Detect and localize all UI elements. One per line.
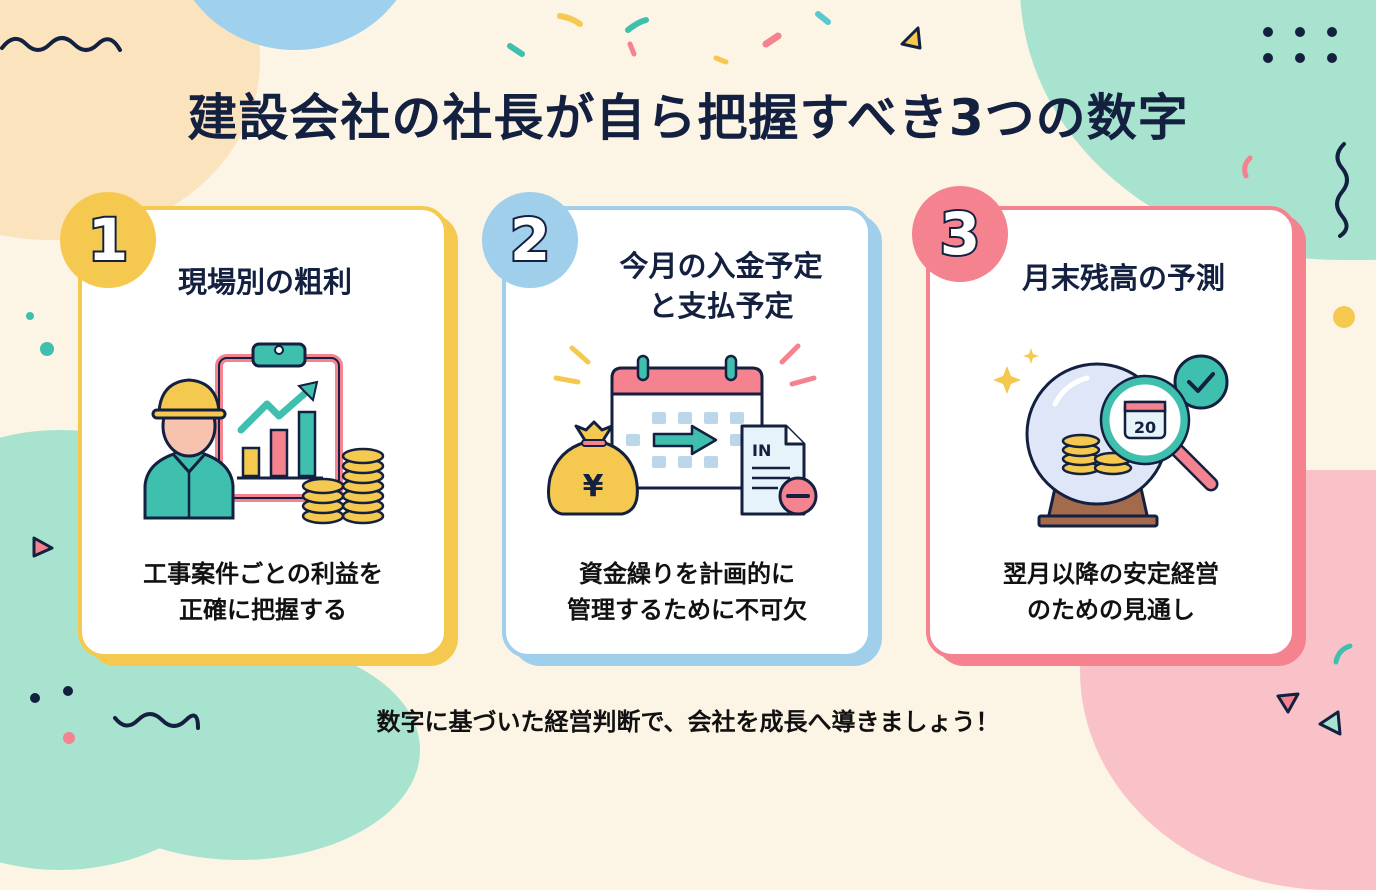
wave-decoration-top-left [0, 36, 122, 52]
svg-text:20: 20 [1134, 418, 1156, 437]
triangle-decoration-bottom-right-1 [1276, 692, 1300, 714]
calendar-moneybag-invoice-icon: ¥ IN [547, 343, 818, 516]
wave-decoration-right [1335, 142, 1349, 238]
background-blob-mint-bottom2 [60, 640, 420, 860]
wave-decoration-bottom-left [113, 712, 200, 730]
card-2-title: 今月の入金予定 と支払予定 [619, 249, 823, 323]
dot-decoration [30, 693, 40, 703]
page-title: 建設会社の社長が自ら把握すべき3つの数字 [187, 89, 1189, 147]
confetti-decoration [1242, 155, 1253, 179]
card-1-description: 工事案件ごとの利益を 正確に把握する [143, 560, 383, 624]
card-2-description: 資金繰りを計画的に 管理するために不可欠 [567, 560, 807, 624]
footer-message: 数字に基づいた経営判断で、会社を成長へ導きましょう！ [376, 708, 1000, 736]
svg-text:¥: ¥ [583, 469, 604, 504]
card-3-number-badge: 3 [912, 186, 1008, 282]
confetti-decoration [1333, 643, 1353, 665]
dot-grid-decoration [1263, 27, 1337, 63]
card-3-description: 翌月以降の安定経営 のための見通し [1003, 560, 1219, 624]
triangle-decoration-top [900, 26, 922, 50]
card-gross-profit: 現場別の粗利 工事案件ごとの利益を 正確に把握する [78, 206, 448, 658]
card-3-title: 月末残高の予測 [1022, 261, 1226, 295]
confetti-decoration [507, 11, 831, 65]
card-2-number-badge: 2 [482, 192, 578, 288]
worker-chart-coins-icon [143, 342, 385, 525]
svg-text:IN: IN [752, 441, 771, 460]
triangle-decoration-left [32, 536, 54, 558]
dot-decoration [26, 312, 34, 320]
card-1-number-badge: 1 [60, 192, 156, 288]
card-cashflow-schedule: 今月の入金予定 と支払予定 ¥ IN 資金繰りを計画的に 管理するために不可欠 [502, 206, 872, 658]
crystal-ball-magnifier-icon: 20 [993, 348, 1229, 528]
card-month-end-forecast: 月末残高の予測 20 翌月以降の安定経営 のための見通し [926, 206, 1296, 658]
card-1-title: 現場別の粗利 [178, 265, 353, 299]
dot-decoration [1333, 306, 1355, 328]
dot-decoration [63, 686, 73, 696]
dot-decoration [63, 732, 75, 744]
triangle-decoration-bottom-right-2 [1318, 710, 1342, 736]
dot-decoration [40, 342, 54, 356]
